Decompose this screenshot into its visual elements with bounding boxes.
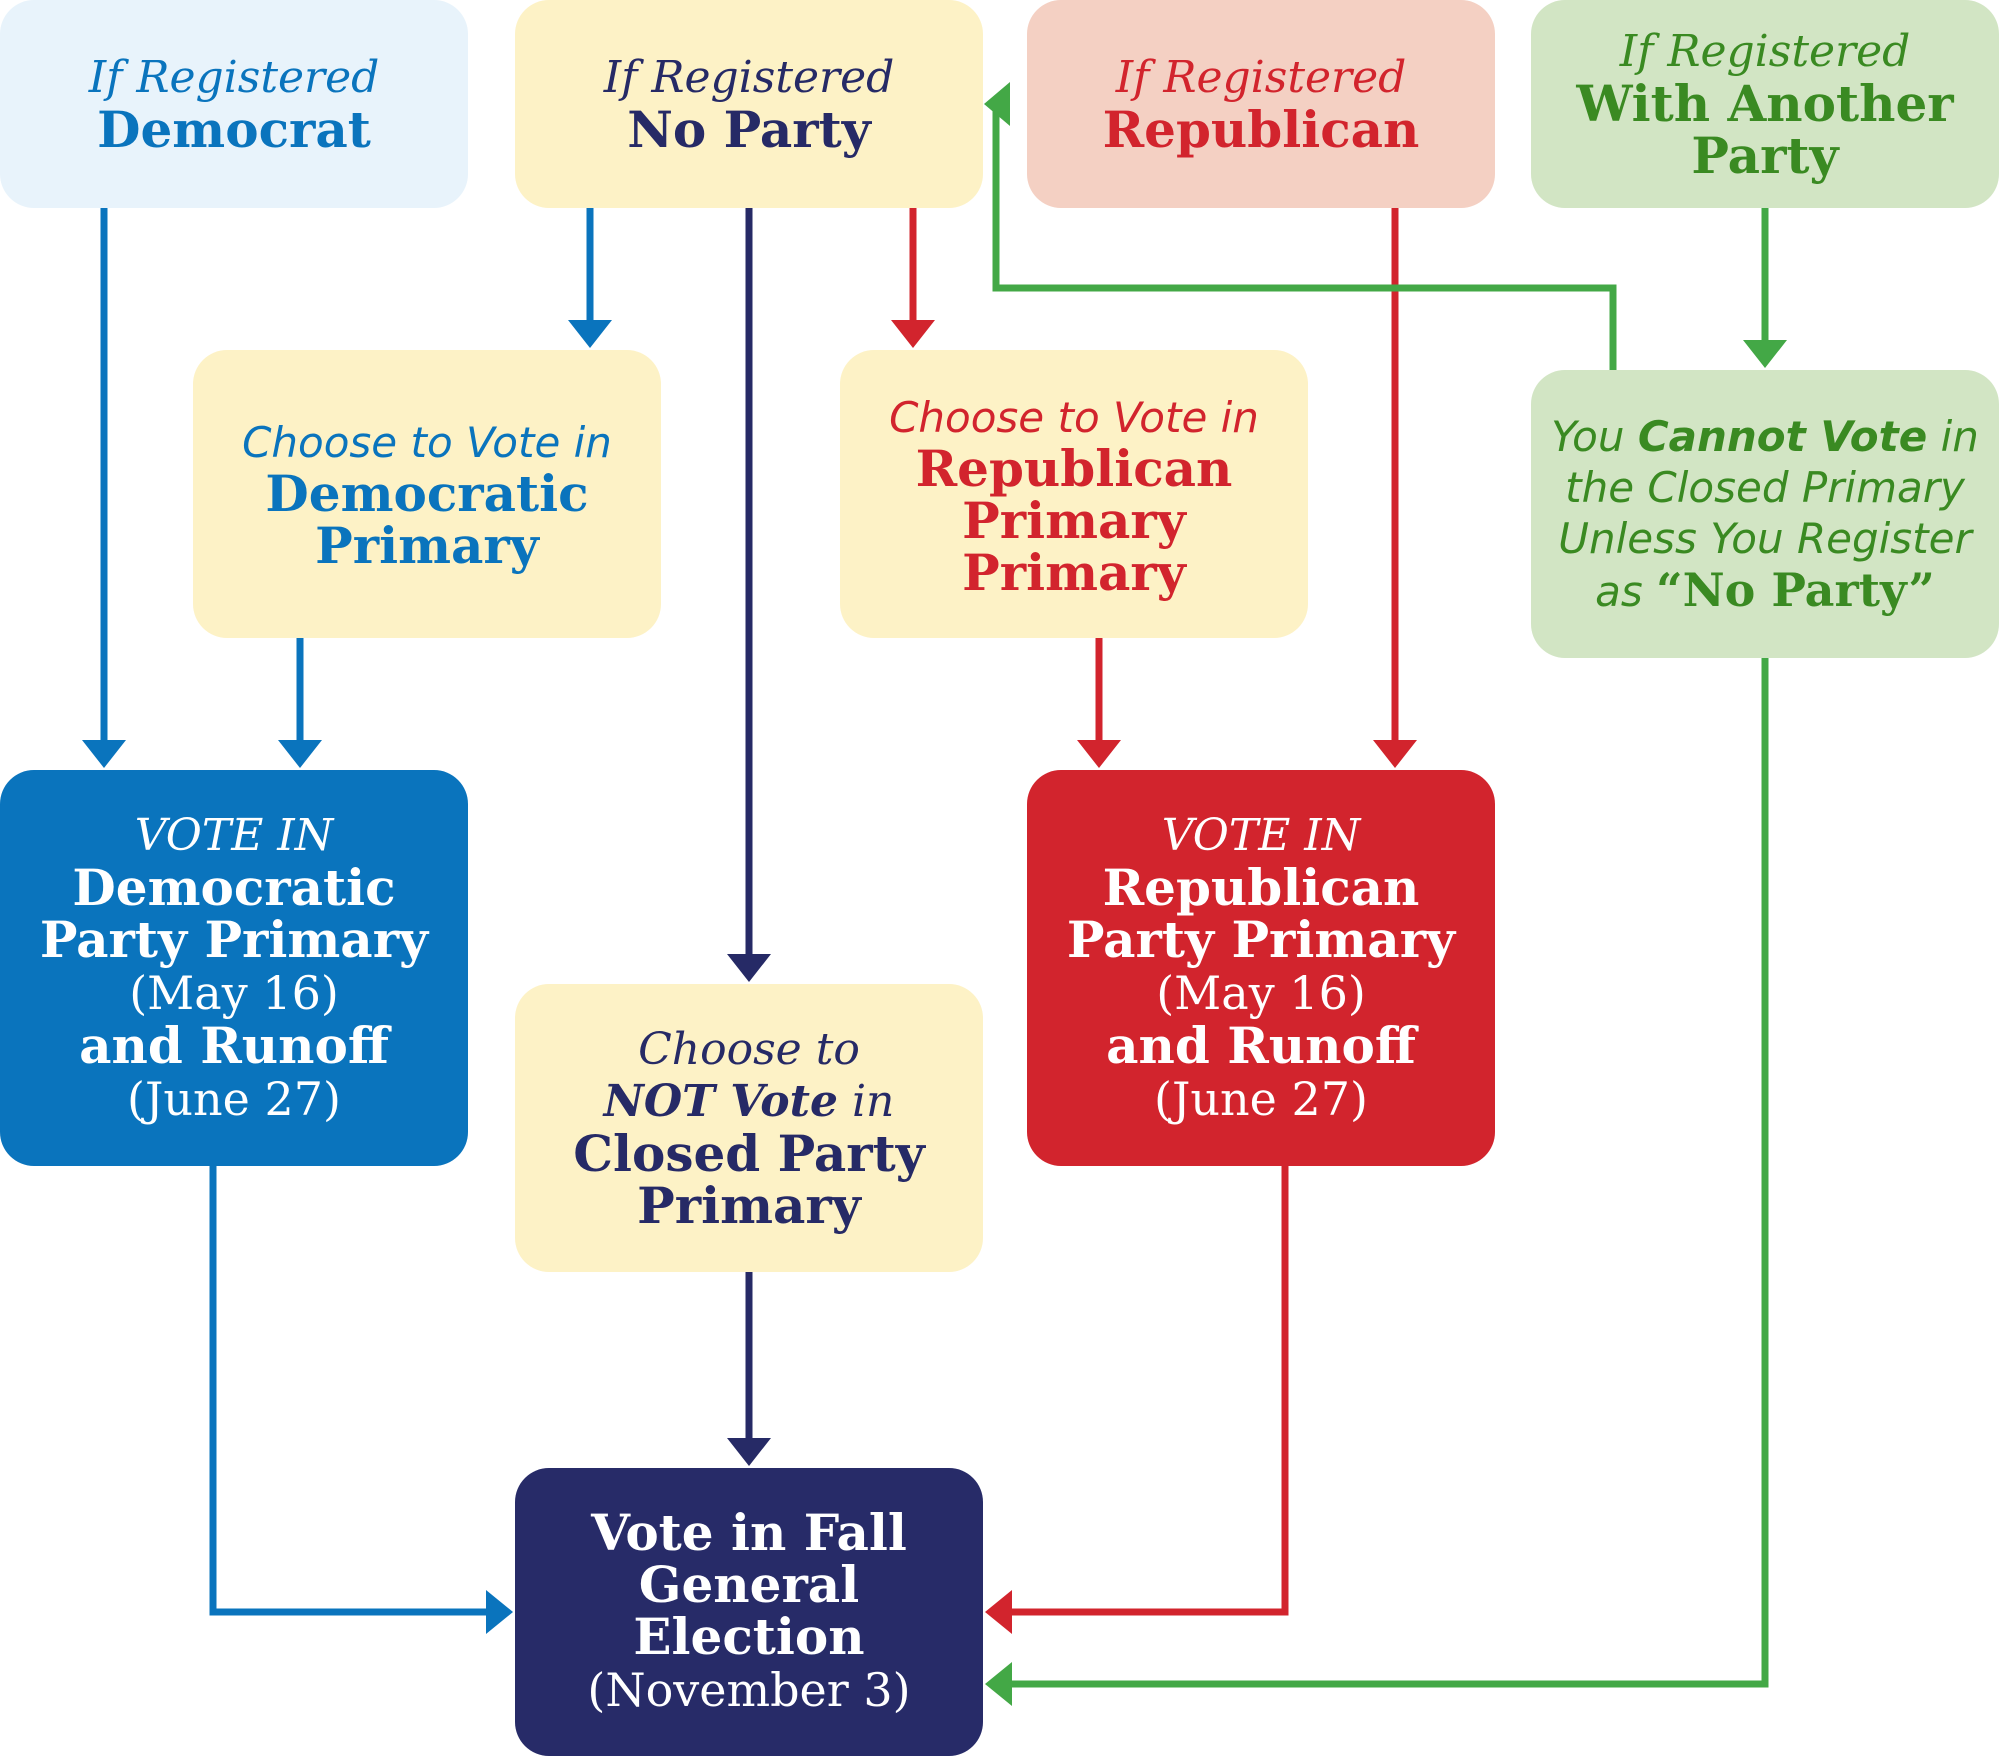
arrowhead-down-icon: [891, 320, 935, 348]
vote-democratic-line2: Democratic: [72, 858, 396, 917]
cannot-vote-no-party: “No Party”: [1656, 563, 1935, 617]
choose-republican-line2: Republican: [915, 439, 1233, 498]
registered-other-line1: If Registered: [1619, 26, 1911, 77]
arrow-cannot-vote-to-general: [1008, 658, 1769, 1688]
arrowhead-down-icon: [727, 954, 771, 982]
vote-democratic-line4: (May 16): [129, 966, 339, 1020]
general-election-line3: (November 3): [587, 1663, 911, 1717]
choose-democratic-line3: Primary: [315, 515, 539, 575]
registered-no-party-line2: No Party: [627, 100, 871, 159]
vote-democratic-line1: VOTE IN: [134, 810, 334, 861]
registered-no-party-box: If Registered No Party: [515, 0, 983, 208]
registered-democrat-line2: Democrat: [97, 100, 371, 159]
general-election-line1: Vote in Fall: [591, 1503, 907, 1562]
arrowhead-down-icon: [1077, 740, 1121, 768]
vote-republican-primary-box: VOTE IN Republican Party Primary (May 16…: [1027, 770, 1495, 1166]
not-vote-line3: Closed Party: [573, 1124, 925, 1183]
arrowhead-down-icon: [568, 320, 612, 348]
vote-democratic-primary-box: VOTE IN Democratic Party Primary (May 16…: [0, 770, 468, 1166]
vote-republican-line4: (May 16): [1156, 966, 1366, 1020]
vote-republican-line1: VOTE IN: [1161, 810, 1361, 861]
cannot-vote-line4: as “No Party”: [1595, 564, 1935, 617]
choose-republican-line3: Primary: [962, 491, 1186, 550]
vote-democratic-line6: (June 27): [127, 1072, 341, 1126]
cannot-vote-you: You: [1551, 412, 1625, 461]
general-election-box: Vote in Fall General Election (November …: [515, 1468, 983, 1756]
choose-democratic-line1: Choose to Vote in: [242, 417, 612, 467]
arrow-vote-republican-to-general: [1008, 1166, 1289, 1616]
cannot-vote-line3: Unless You Register: [1558, 514, 1972, 563]
registered-democrat-line1: If Registered: [88, 52, 380, 103]
not-vote-line4: Primary: [637, 1176, 861, 1235]
arrowhead-down-icon: [1373, 740, 1417, 768]
arrow-vote-democratic-to-general: [209, 1166, 490, 1616]
not-vote-emphasis: NOT Vote: [603, 1076, 838, 1127]
vote-democratic-line5: and Runoff: [79, 1016, 389, 1075]
choose-not-vote-box: Choose to NOT Vote in Closed Party Prima…: [515, 984, 983, 1272]
choose-republican-primary-box: Choose to Vote in Republican Primary Pri…: [840, 350, 1308, 638]
vote-republican-line3: Party Primary: [1066, 910, 1456, 969]
general-election-line2: General Election: [633, 1555, 865, 1666]
registered-democrat-box: If Registered Democrat: [0, 0, 468, 208]
arrowhead-left-icon: [984, 82, 1010, 126]
registered-republican-line1: If Registered: [1115, 52, 1407, 103]
vote-republican-line2: Republican: [1102, 858, 1420, 917]
arrowhead-down-icon: [1743, 340, 1787, 368]
arrowhead-down-icon: [82, 740, 126, 768]
not-vote-line1: Choose to: [638, 1024, 860, 1075]
arrowhead-right-icon: [486, 1590, 513, 1634]
registered-republican-box: If Registered Republican: [1027, 0, 1495, 208]
choose-republican-line1: Choose to Vote in: [889, 393, 1259, 442]
cannot-vote-in: in: [1940, 412, 1979, 461]
registered-republican-line2: Republican: [1102, 100, 1420, 159]
arrowhead-left-icon: [985, 1662, 1012, 1706]
choose-democratic-line2: Democratic: [265, 463, 589, 523]
arrowhead-down-icon: [278, 740, 322, 768]
registered-other-line2: With Another: [1576, 74, 1954, 133]
cannot-vote-emphasis: Cannot Vote: [1637, 412, 1928, 461]
cannot-vote-line1: You Cannot Vote in: [1551, 411, 1979, 462]
choose-democratic-primary-box: Choose to Vote in Democratic Primary: [193, 350, 661, 638]
vote-democratic-line3: Party Primary: [39, 910, 429, 969]
not-vote-in: in: [851, 1076, 895, 1127]
registered-other-party-box: If Registered With Another Party: [1531, 0, 1999, 208]
choose-republican-line4: Primary: [962, 543, 1186, 602]
not-vote-line2: NOT Vote in: [604, 1076, 895, 1128]
registered-no-party-line1: If Registered: [603, 52, 895, 103]
registered-other-line3: Party: [1691, 126, 1839, 185]
cannot-vote-as: as: [1595, 567, 1643, 616]
vote-republican-line5: and Runoff: [1106, 1016, 1416, 1075]
cannot-vote-box: You Cannot Vote in the Closed Primary Un…: [1531, 370, 1999, 658]
cannot-vote-line2: the Closed Primary: [1565, 463, 1965, 512]
vote-republican-line6: (June 27): [1154, 1072, 1368, 1126]
arrowhead-down-icon: [727, 1438, 771, 1466]
arrowhead-left-icon: [985, 1590, 1012, 1634]
